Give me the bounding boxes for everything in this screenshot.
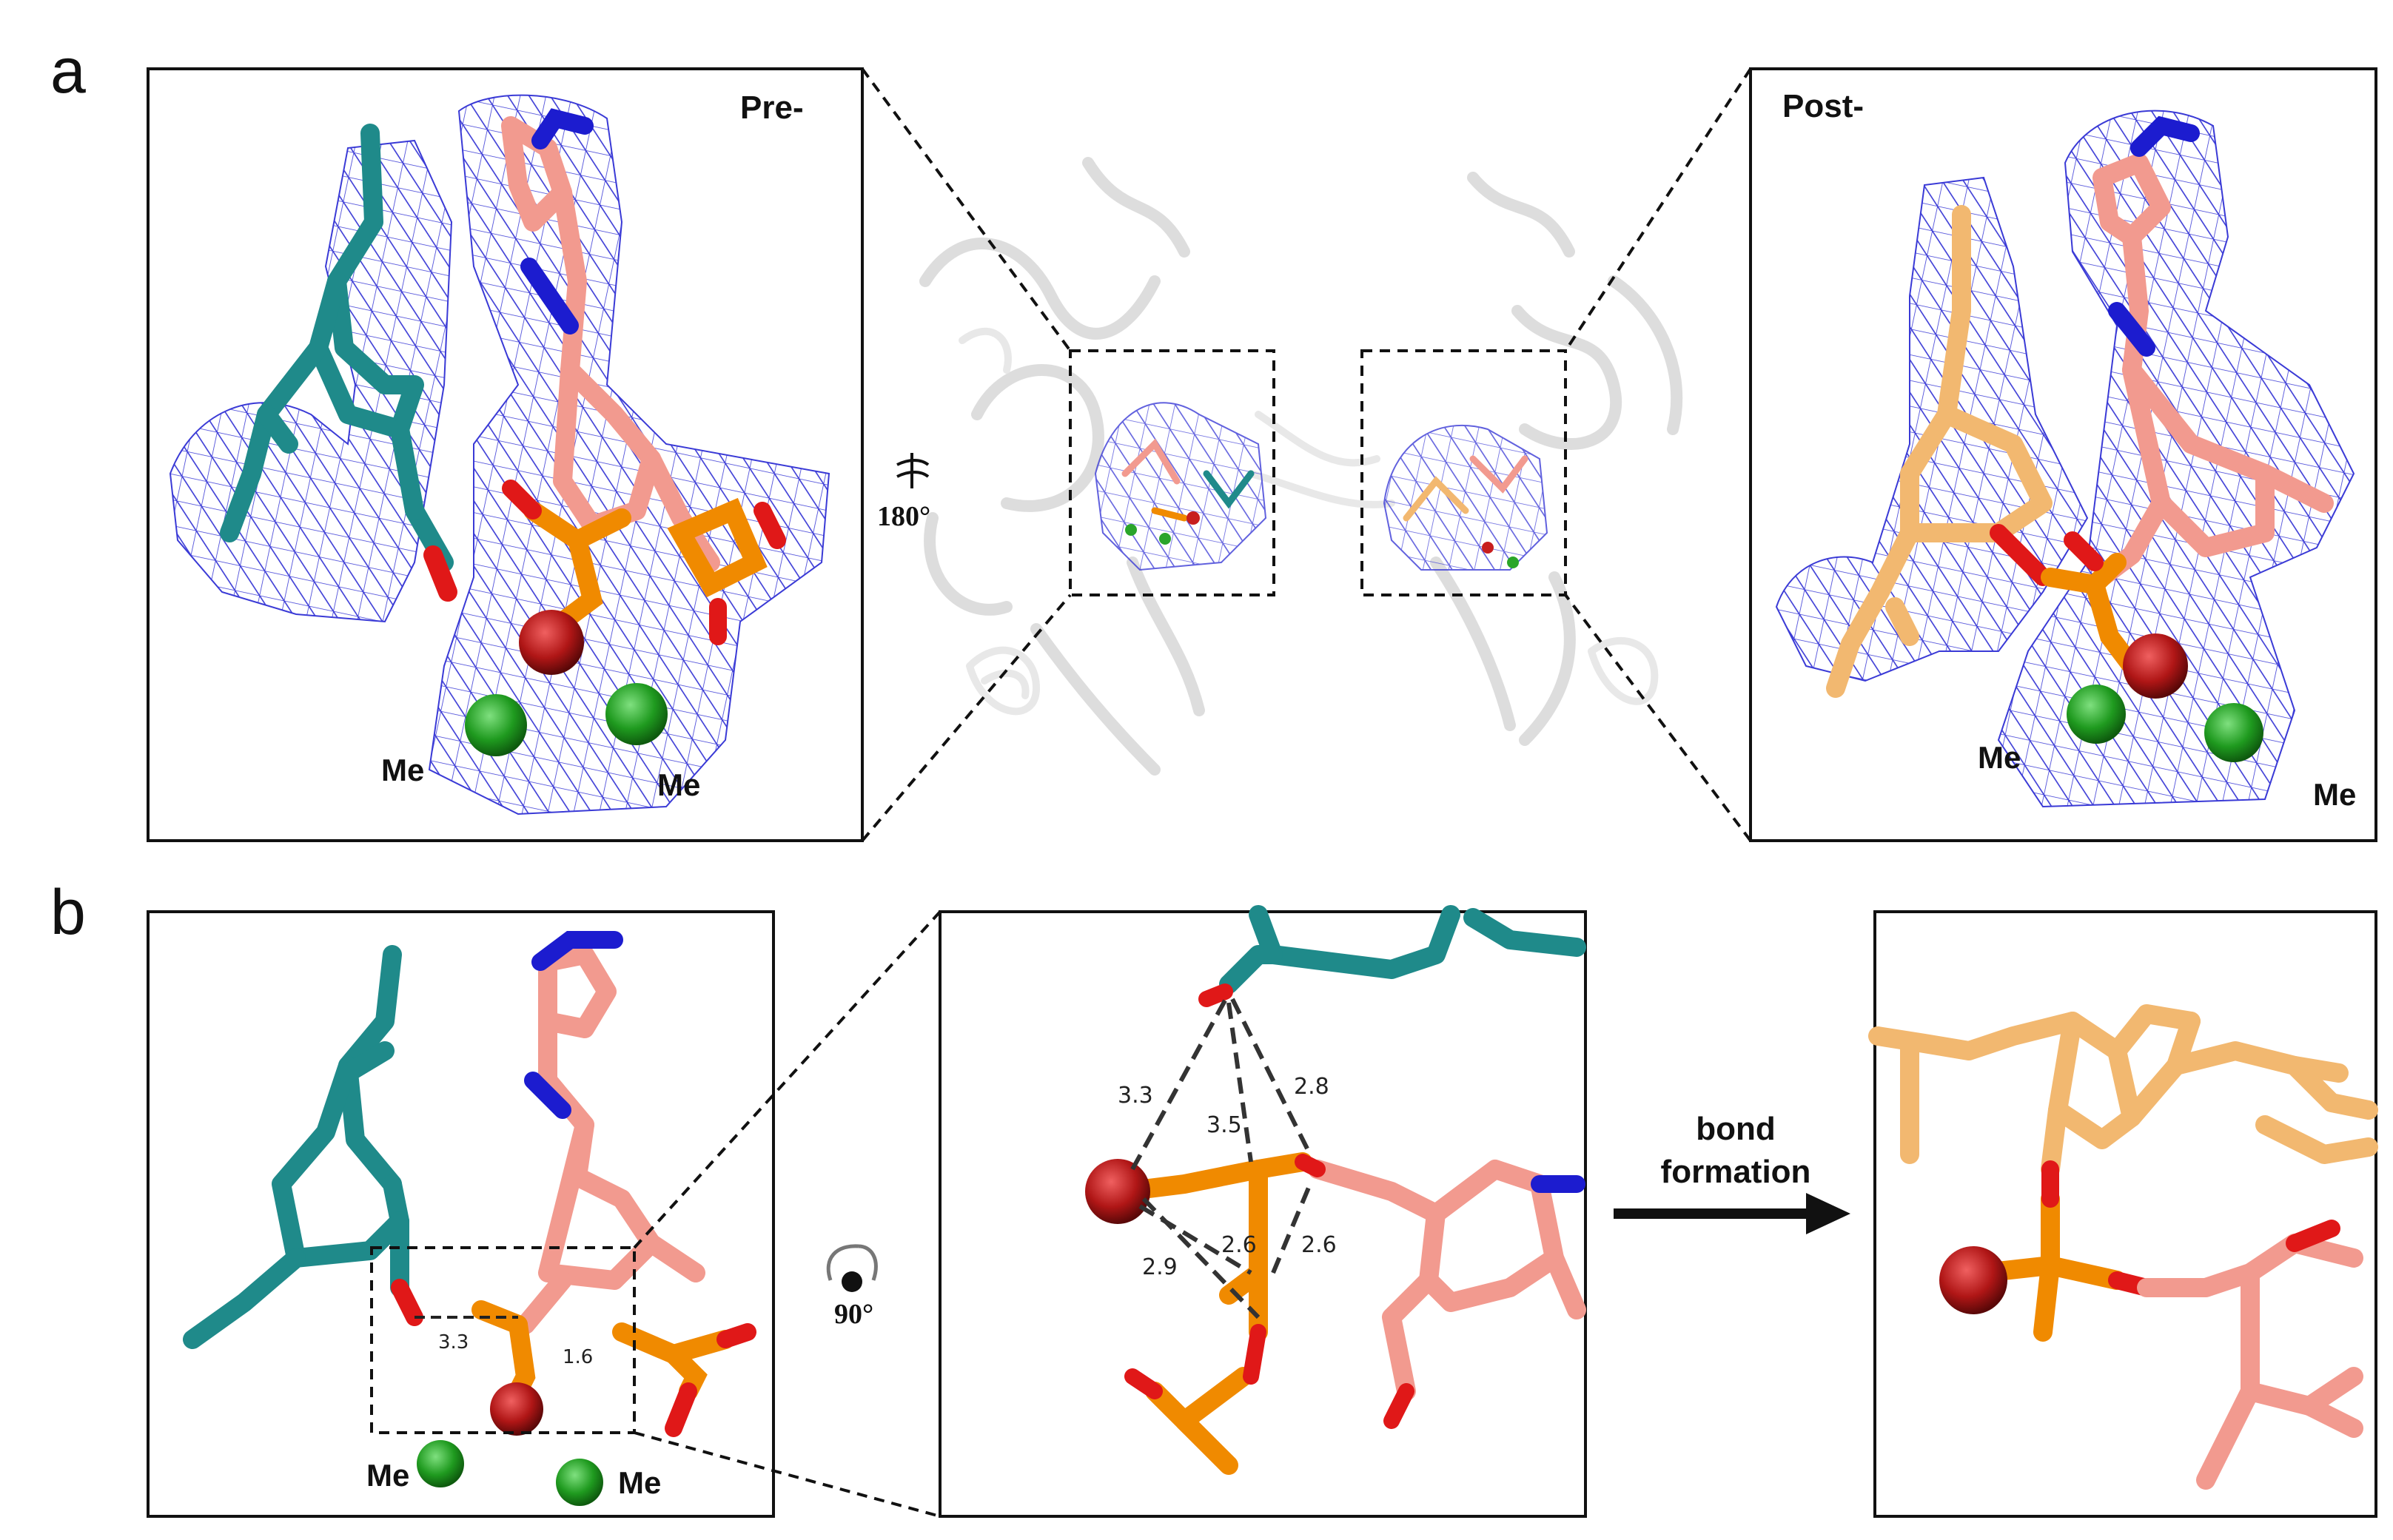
rotation-90-icon <box>826 1244 878 1292</box>
distance-label-zoom-3: 2.8 <box>1294 1074 1329 1100</box>
distance-label-zoom-6: 2.6 <box>1301 1232 1337 1258</box>
bond-formation-arrow <box>1614 1193 1850 1234</box>
rotation-180-icon <box>896 453 930 488</box>
bond-formation-label-line1: bond <box>1696 1111 1776 1147</box>
overview-metal-label-2: Me <box>618 1465 661 1500</box>
pre-metal-label-1: Me <box>381 753 424 787</box>
product-panel <box>1868 910 2378 1518</box>
zoom-connectors-b <box>633 910 942 1518</box>
panel-label-a: a <box>50 36 86 107</box>
active-site-zoom-panel: 3.3 3.5 2.8 2.9 2.6 2.6 <box>939 905 1587 1518</box>
zoom-connectors-a <box>861 67 1752 842</box>
active-site-overview-panel: 3.3 1.6 Me Me <box>147 910 775 1518</box>
bond-formation-label-line2: formation <box>1661 1154 1811 1190</box>
panel-label-b: b <box>50 877 86 948</box>
pre-label: Pre- <box>740 90 804 126</box>
post-metal-label-2: Me <box>2313 777 2356 812</box>
distance-label-zoom-4: 2.9 <box>1142 1254 1178 1280</box>
rotation-90-label: 90° <box>834 1299 873 1330</box>
post-metal-label-1: Me <box>1978 740 2021 775</box>
distance-label-zoom-1: 3.3 <box>1118 1083 1153 1109</box>
post-label: Post- <box>1782 88 1864 124</box>
pre-metal-label-2: Me <box>657 767 700 802</box>
distance-label-zoom-5: 2.6 <box>1221 1232 1257 1258</box>
pre-reaction-density-panel: Pre- Me Me <box>147 67 864 842</box>
distance-label-overview-2: 1.6 <box>563 1346 593 1368</box>
overview-metal-label-1: Me <box>366 1458 409 1493</box>
rotation-180-label: 180° <box>877 501 930 532</box>
post-reaction-density-panel: Post- Me Me <box>1749 67 2377 842</box>
distance-label-overview-1: 3.3 <box>438 1331 469 1354</box>
distance-label-zoom-2: 3.5 <box>1206 1112 1242 1138</box>
protein-overview-cartoon: 180° <box>877 157 1683 776</box>
